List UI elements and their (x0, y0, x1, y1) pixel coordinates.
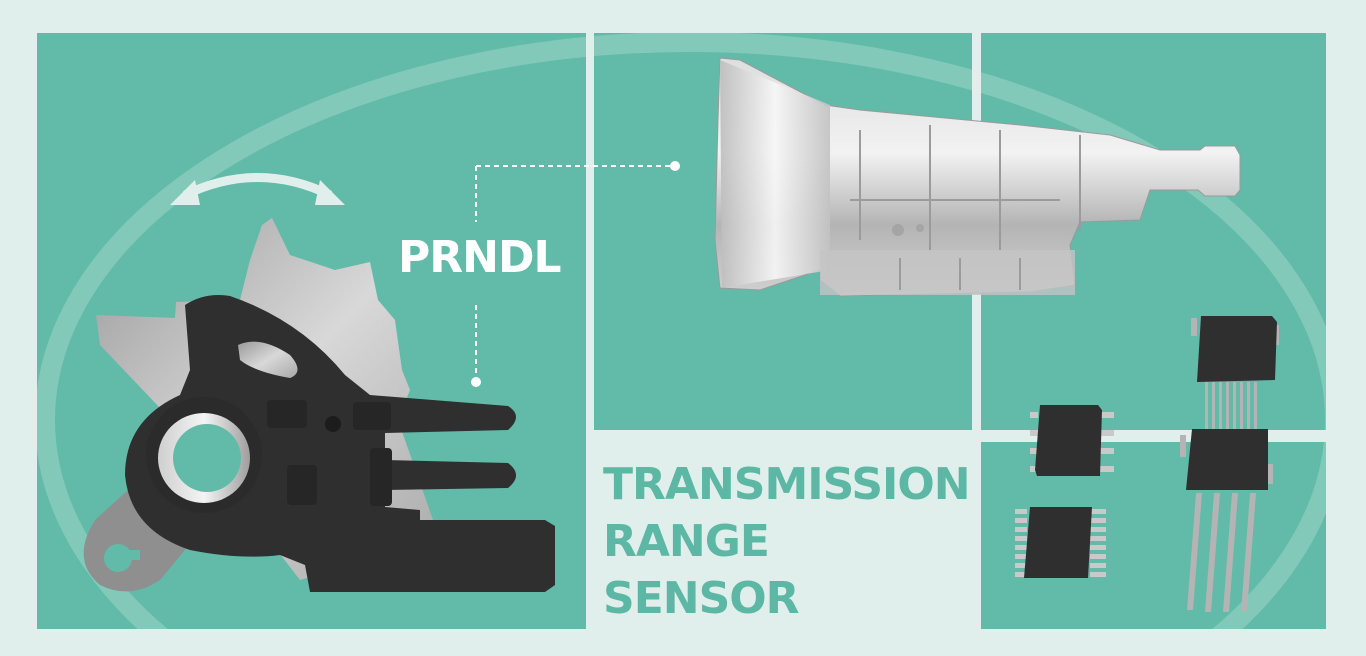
title-line-2: RANGE (603, 516, 770, 567)
title-line-1: TRANSMISSION (603, 459, 971, 510)
panel-chips-top (981, 33, 1326, 430)
panel-transmission (594, 33, 972, 430)
panel-chips-bottom (981, 442, 1326, 629)
prndl-label: PRNDL (398, 232, 562, 283)
title-line-3: SENSOR (603, 573, 800, 624)
page-title: TRANSMISSION RANGE SENSOR (603, 456, 971, 627)
panel-sensor (37, 33, 586, 629)
